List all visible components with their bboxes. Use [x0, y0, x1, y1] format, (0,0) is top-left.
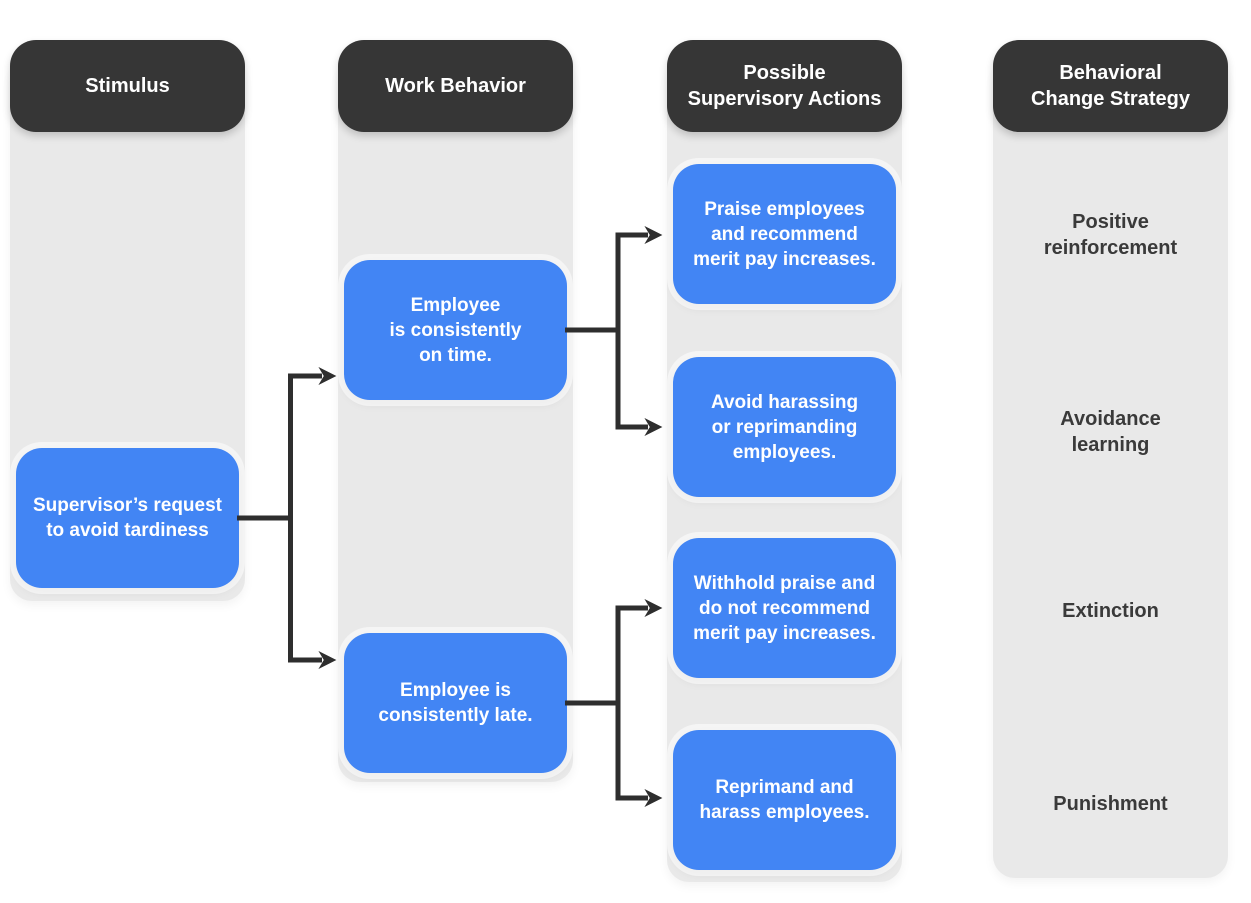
column-stimulus: Stimulus Supervisor’s request to avoid t… [10, 0, 245, 903]
connector-on-time-to-actions [565, 226, 663, 436]
connector-late-to-actions [565, 599, 663, 807]
column-change-strategy-header-label: Behavioral Change Strategy [1031, 62, 1190, 110]
column-work-behavior-header-label: Work Behavior [385, 75, 526, 97]
column-change-strategy-panel [993, 60, 1228, 878]
column-change-strategy-header: Behavioral Change Strategy [993, 40, 1228, 132]
strategy-punishment-label: Punishment [1053, 793, 1168, 815]
column-stimulus-header: Stimulus [10, 40, 245, 132]
column-stimulus-header-label: Stimulus [85, 75, 170, 97]
connector-stimulus-to-behaviors [237, 367, 337, 669]
column-supervisory-actions-header: Possible Supervisory Actions [667, 40, 902, 132]
column-work-behavior: Work Behavior Employee is consistently o… [338, 0, 573, 903]
action-withhold-praise-box: Withhold praise and do not recommend mer… [673, 538, 896, 678]
behavior-late-label: Employee is consistently late. [378, 680, 533, 726]
column-change-strategy: Behavioral Change Strategy Positive rein… [993, 0, 1228, 903]
strategy-extinction-label: Extinction [1062, 600, 1159, 622]
action-reprimand-label: Reprimand and harass employees. [699, 777, 870, 823]
action-avoid-harassing-label: Avoid harassing or reprimanding employee… [710, 391, 859, 463]
column-supervisory-actions: Possible Supervisory Actions Praise empl… [667, 0, 902, 903]
action-praise-label: Praise employees and recommend merit pay… [693, 198, 876, 270]
action-avoid-harassing-box: Avoid harassing or reprimanding employee… [673, 357, 896, 497]
behavior-late-box: Employee is consistently late. [344, 633, 567, 773]
behavior-on-time-label: Employee is consistently on time. [389, 294, 522, 366]
strategy-positive-reinforcement: Positive reinforcement [993, 208, 1228, 262]
action-praise-box: Praise employees and recommend merit pay… [673, 164, 896, 304]
strategy-positive-reinforcement-label: Positive reinforcement [1043, 211, 1178, 259]
strategy-extinction: Extinction [993, 597, 1228, 625]
action-withhold-praise-label: Withhold praise and do not recommend mer… [693, 572, 876, 644]
strategy-punishment: Punishment [993, 790, 1228, 818]
stimulus-box: Supervisor’s request to avoid tardiness [16, 448, 239, 588]
behavior-on-time-box: Employee is consistently on time. [344, 260, 567, 400]
strategy-avoidance-learning-label: Avoidance learning [1060, 408, 1161, 456]
stimulus-box-label: Supervisor’s request to avoid tardiness [32, 495, 223, 541]
column-work-behavior-header: Work Behavior [338, 40, 573, 132]
action-reprimand-box: Reprimand and harass employees. [673, 730, 896, 870]
column-supervisory-actions-header-label: Possible Supervisory Actions [687, 62, 882, 110]
strategy-avoidance-learning: Avoidance learning [993, 405, 1228, 459]
